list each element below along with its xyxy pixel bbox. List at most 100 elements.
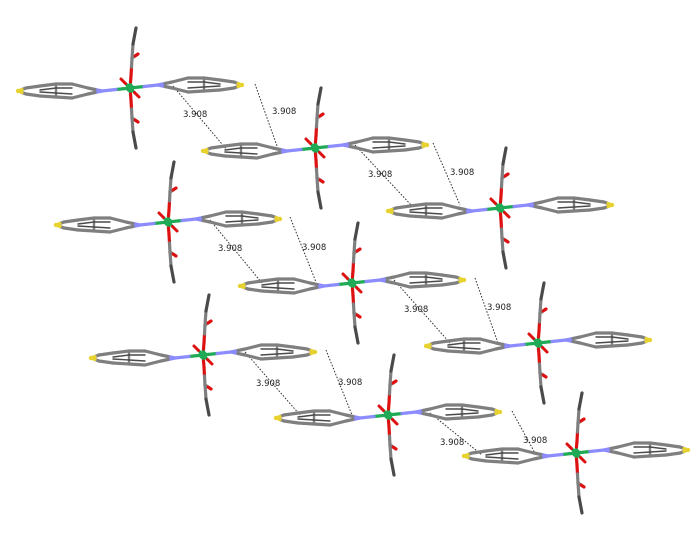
- complex-5-ligand-right-bond-3: [610, 331, 630, 337]
- contact-distance-label: 3.908: [256, 379, 280, 389]
- complex-0-ligand-right-bond-1: [170, 76, 190, 84]
- complex-3-ligand-right-bond-8: [256, 220, 274, 226]
- complex-5-ligand-left-sulfur-atom: [423, 343, 429, 349]
- complex-5-bond-mnl-b: [508, 342, 526, 348]
- metal-atom: [163, 217, 173, 227]
- complex-5-axial-top-bond-me: [539, 281, 546, 301]
- molecule-layer: [15, 26, 691, 515]
- complex-7-ligand-left-bond-in2: [297, 414, 315, 418]
- complex-6-axial-bottom-bond-co2-b: [206, 385, 213, 391]
- complex-8-axial-top-bond-co2-b: [579, 417, 586, 423]
- complex-8-ligand-right-bond-8: [664, 451, 682, 457]
- complex-0-ligand-right-bond-7: [202, 88, 222, 93]
- complex-3-bond-oeq2-b: [171, 225, 179, 233]
- complex-1-ligand-left-bond-8: [209, 152, 227, 158]
- complex-0-bond-mnr-b: [142, 83, 160, 89]
- complex-8-axial-bottom-bond-cc: [576, 481, 581, 499]
- complex-3-ligand-right-bond-7: [240, 222, 260, 227]
- complex-6-ligand-right-bond-1: [243, 343, 263, 351]
- complex-2-ligand-left-bond-in4: [409, 211, 427, 214]
- complex-6-bond-mnr-b: [215, 350, 233, 356]
- complex-3-ligand-right-bond-3: [240, 210, 260, 216]
- complex-6-ligand-left-bond-7: [111, 361, 131, 366]
- complex-6-axial-top-bond-co2-b: [206, 319, 213, 325]
- complex-4-ligand-left-bond-6: [276, 290, 296, 295]
- complex-2-ligand-left-bond-8: [394, 212, 412, 218]
- complex-2-ligand-right-bond-4: [588, 198, 606, 204]
- complex-6-axial-bottom-bond-cc: [203, 383, 208, 401]
- complex-3-axial-bottom-bond-co2-b: [171, 252, 178, 258]
- complex-6-ligand-left-bond-4: [97, 351, 115, 357]
- complex-3-bond-mnl-b: [138, 221, 156, 227]
- metal-atom: [571, 448, 581, 458]
- complex-3-ligand-left-bond-1: [108, 216, 128, 224]
- complex-3-bond-oeq1-b: [157, 211, 165, 219]
- complex-3-axial-top-bond-me: [169, 160, 176, 180]
- complex-7-ligand-right-bond-in4: [461, 412, 479, 415]
- complex-3-ligand-left-bond-5: [108, 226, 128, 234]
- complex-8-ligand-left-bond-3: [484, 447, 504, 453]
- complex-4-bond-oeq1-b: [341, 272, 349, 280]
- complex-5-ligand-left-bond-8: [432, 347, 450, 353]
- complex-3-ligand-right-bond-in3: [225, 220, 243, 223]
- complex-8-ligand-right-bond-in3: [633, 451, 651, 454]
- complex-2-axial-bottom-bond-me: [501, 250, 508, 270]
- complex-0-ligand-left-bond-in2: [39, 87, 57, 91]
- complex-0-ligand-left-bond-in4: [39, 91, 57, 94]
- complex-6-axial-top-bond-me: [204, 293, 211, 313]
- contact-line: [244, 351, 301, 416]
- complex-5-bond-mnr-b: [550, 338, 568, 344]
- complex-0-bond-oeq2-b: [133, 91, 141, 99]
- complex-0-ligand-left-bond-5: [70, 92, 90, 100]
- complex-1-ligand-left-bond-in4: [224, 151, 242, 154]
- complex-6-ligand-right-bond-5: [243, 353, 263, 361]
- complex-4-ligand-left-bond-in3: [277, 287, 295, 290]
- complex-6-ligand-right-bond-in3: [260, 353, 278, 356]
- complex-5-ligand-right-bond-8: [626, 341, 644, 347]
- complex-1-ligand-right-bond-in4: [388, 145, 406, 148]
- complex-5-ligand-right-sulfur-atom: [647, 337, 653, 343]
- complex-3-ligand-left-bond-4: [62, 218, 80, 224]
- complex-7-ligand-right-bond-4: [476, 405, 494, 411]
- complex-5-ligand-right-bond-in4: [611, 340, 629, 343]
- complex-7-ligand-left-bond-6: [312, 422, 332, 427]
- metal-atom: [495, 203, 505, 213]
- complex-8-ligand-right-bond-6: [632, 454, 652, 459]
- complex-4-ligand-right-bond-1: [392, 271, 412, 279]
- complex-6-ligand-right-bond-4: [291, 345, 309, 351]
- complex-1-axial-bottom-bond-me: [316, 190, 323, 210]
- complex-5-ligand-left-bond-5: [478, 347, 498, 355]
- complex-5-axial-bottom-bond-me: [539, 385, 546, 405]
- complex-1-ligand-right-bond-4: [403, 138, 421, 144]
- contact-line: [354, 144, 413, 207]
- complex-0-ligand-left-bond-6: [54, 95, 74, 100]
- complex-1-ligand-right-bond-5: [355, 146, 375, 154]
- metal-atom: [125, 83, 135, 93]
- complex-8-ligand-right-bond-in4: [649, 450, 667, 453]
- complex-6-bond-oeq1-b: [192, 344, 200, 352]
- complex-5-ligand-left-bond-3: [446, 337, 466, 343]
- complex-3-ligand-left-bond-in3: [93, 226, 111, 229]
- complex-6-ligand-right-bond-in4: [276, 352, 294, 355]
- complex-0-ligand-left-bond-8: [24, 92, 42, 98]
- complex-7-axial-top-bond-cc: [388, 369, 393, 387]
- complex-2-ligand-right-bond-7: [572, 208, 592, 213]
- complex-2-ligand-left-bond-5: [440, 212, 460, 220]
- complex-2-bond-mnr-b: [512, 203, 530, 209]
- complex-8-axial-bottom-bond-co2-b: [579, 483, 586, 489]
- complex-1-ligand-left-bond-4: [209, 144, 227, 150]
- complex-8-axial-bottom-bond-me: [577, 495, 584, 515]
- complex-3-bond-mnr-b: [180, 217, 198, 223]
- complex-1-ligand-left-bond-7: [223, 154, 243, 159]
- complex-4-ligand-left-bond-5: [292, 287, 312, 295]
- complex-3-axial-bottom-bond-me: [169, 264, 176, 284]
- complex-0-bond-mnl-b: [100, 87, 118, 93]
- complex-4-ligand-left-bond-in2: [261, 282, 279, 286]
- complex-3-ligand-right-bond-5: [208, 220, 228, 228]
- complex-0-ligand-left-bond-7: [38, 94, 58, 99]
- complex-4-ligand-left-sulfur-atom: [237, 283, 243, 289]
- complex-1-axial-top-bond-cc: [315, 102, 320, 120]
- complex-2-ligand-right-bond-1: [540, 196, 560, 204]
- complex-7-bond-oeq2-b: [391, 418, 399, 426]
- metal-complex: [461, 391, 691, 515]
